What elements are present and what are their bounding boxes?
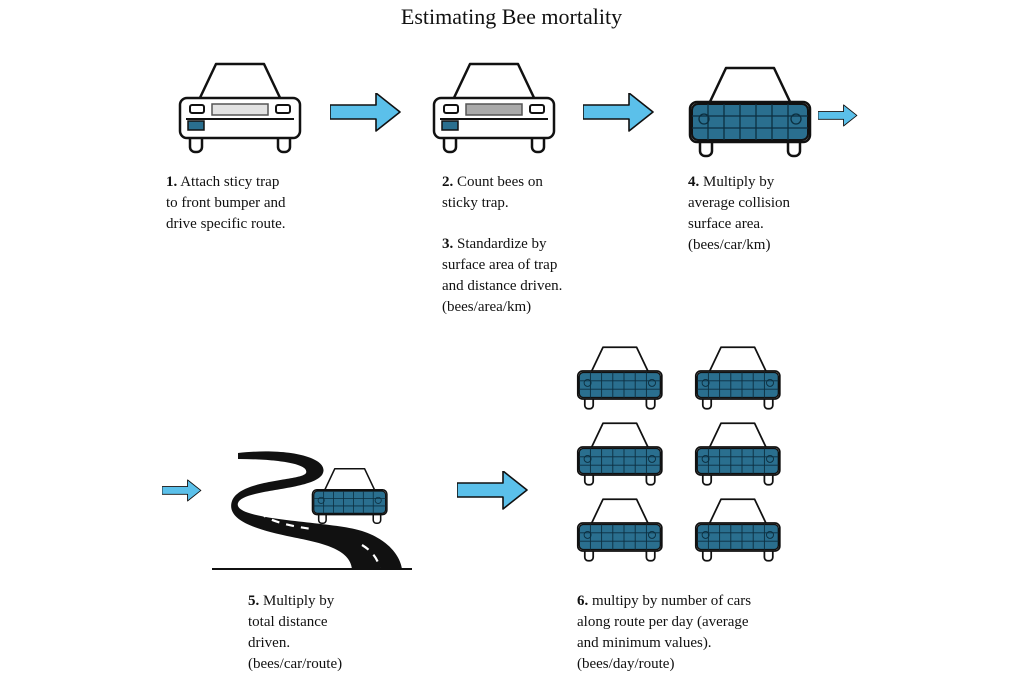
step-5-text: 5. Multiply by total distance driven. (b… [248, 593, 343, 672]
arrow-right-icon [330, 93, 401, 132]
car-collision-surface-icon [688, 66, 812, 158]
step-6-text: 6. multipy by number of cars along route… [577, 593, 752, 672]
step-4-text: 4. Multiply by average collision surface… [688, 174, 791, 253]
step-1-text: 1. Attach sticy trap to front bumper and… [166, 174, 286, 232]
road-with-car-icon [212, 451, 412, 570]
arrow-right-icon [818, 104, 858, 127]
step-2-3-text: 2. Count bees on sticky trap. 3. Standar… [442, 174, 563, 315]
car-fleet-icon [576, 346, 781, 562]
diagram-title: Estimating Bee mortality [400, 4, 623, 29]
arrow-right-icon [162, 479, 202, 502]
arrow-right-icon [457, 471, 528, 510]
car-count-icon [432, 62, 556, 154]
arrow-right-icon [583, 93, 654, 132]
car-with-trap-icon [178, 62, 302, 154]
